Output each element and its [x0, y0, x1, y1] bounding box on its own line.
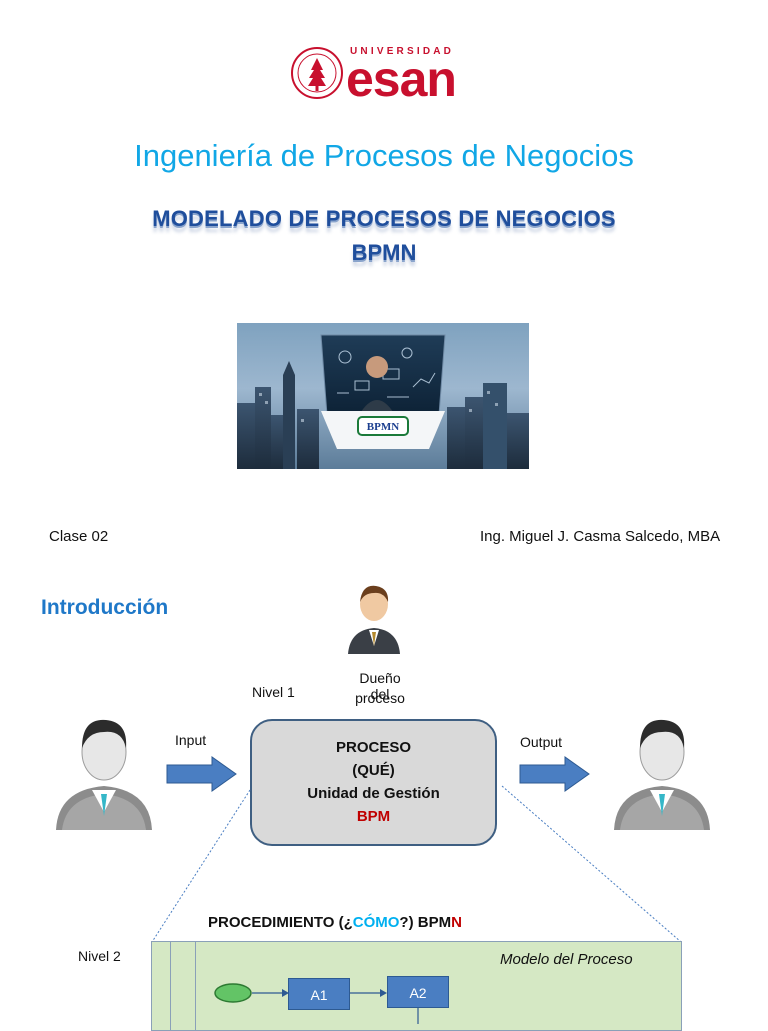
esan-logo: UNIVERSIDAD esan	[290, 42, 470, 104]
input-user-icon	[56, 719, 152, 830]
logo-esan-text: esan	[346, 51, 457, 107]
process-line-bpm: BPM	[356, 808, 391, 825]
nivel1-label: Nivel 1	[252, 684, 295, 700]
university-seal-icon	[291, 47, 343, 99]
procedimiento-prefix: PROCEDIMIENTO (¿	[208, 914, 353, 931]
owner-label-line2: proceso	[355, 690, 405, 706]
modelo-label: Modelo del Proceso	[500, 951, 633, 968]
process-box: PROCESO (QUÉ) Unidad de Gestión BPM	[250, 719, 497, 846]
task-a1: A1	[288, 978, 350, 1010]
process-line-proceso: PROCESO	[335, 739, 411, 756]
subtitle-line2: BPMN	[351, 240, 417, 265]
nivel2-label: Nivel 2	[78, 948, 121, 964]
procedimiento-suffix: ?) BPM	[399, 914, 452, 931]
author-name: Ing. Miguel J. Casma Salcedo, MBA	[480, 528, 721, 545]
output-label: Output	[520, 734, 563, 750]
section-heading-introduccion: Introducción	[41, 596, 169, 619]
class-number: Clase 02	[49, 528, 109, 545]
subtitle-line1: MODELADO DE PROCESOS DE NEGOCIOS	[152, 206, 616, 231]
procedimiento-n: N	[451, 914, 462, 931]
task-a2: A2	[387, 976, 449, 1008]
bpmn-badge-text: BPMN	[367, 421, 399, 433]
process-line-que: (QUÉ)	[352, 762, 395, 779]
input-label: Input	[175, 732, 207, 748]
pool-divider-2	[195, 941, 196, 1031]
output-arrow-icon	[519, 756, 590, 792]
logo-universidad-text: UNIVERSIDAD	[350, 46, 455, 57]
procedimiento-heading: PROCEDIMIENTO (¿CÓMO?) BPMN	[208, 914, 462, 931]
process-owner-icon	[348, 585, 400, 654]
pool-divider-1	[170, 941, 171, 1031]
city-skyline-illustration: BPMN	[237, 334, 529, 469]
process-line-unidad: Unidad de Gestión	[307, 785, 440, 802]
procedimiento-como: CÓMO	[352, 914, 400, 931]
page-title: Ingeniería de Procesos de Negocios	[134, 138, 634, 173]
bpmn-banner-image: BPMN	[237, 323, 529, 469]
output-user-icon	[614, 719, 710, 830]
owner-label-line1: Dueño del	[359, 670, 401, 702]
input-arrow-icon	[166, 756, 237, 792]
